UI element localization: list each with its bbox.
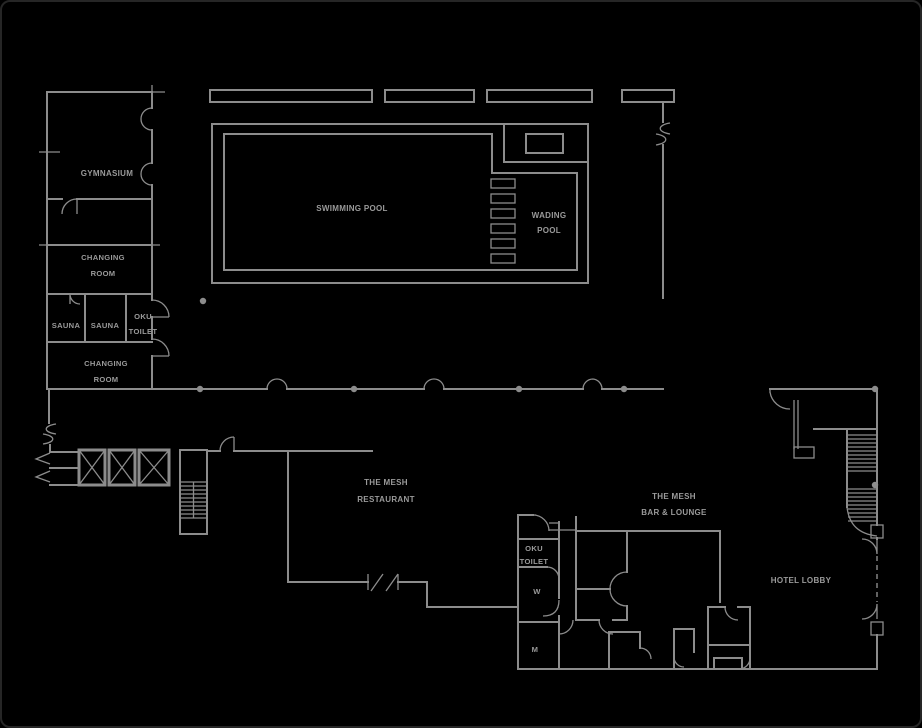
store-room bbox=[608, 631, 641, 670]
sauna-right-label: SAUNA bbox=[91, 321, 120, 330]
door-jamb bbox=[870, 524, 884, 539]
restaurant-label-line1: THE MESH bbox=[364, 478, 408, 487]
gym-block-walls bbox=[39, 85, 170, 390]
elevator-block bbox=[34, 388, 208, 535]
door-swing-icon bbox=[61, 198, 78, 215]
door-swing-icon bbox=[673, 656, 685, 668]
lobby-walls bbox=[517, 385, 884, 670]
womens-toilet-label: W bbox=[533, 587, 541, 596]
elevator-shafts bbox=[77, 448, 171, 487]
entry-door-leaf-icon bbox=[34, 452, 51, 483]
gymnasium-label: GYMNASIUM bbox=[81, 169, 134, 178]
sauna-left-label: SAUNA bbox=[52, 321, 81, 330]
window-strip bbox=[621, 89, 675, 103]
door-swing-icon bbox=[69, 293, 81, 305]
bar-lounge-label-line2: BAR & LOUNGE bbox=[641, 508, 707, 517]
bar-lounge-walls bbox=[575, 516, 721, 635]
double-door-icon bbox=[140, 107, 153, 131]
mens-toilet-label: M bbox=[532, 645, 539, 654]
back-rooms-walls bbox=[608, 606, 751, 670]
lobby-staircase bbox=[846, 428, 878, 537]
changing-room-upper-label-line2: ROOM bbox=[91, 269, 116, 278]
door-swing-icon bbox=[542, 599, 560, 617]
spa-enclosure bbox=[503, 123, 589, 163]
door-swing-icon bbox=[639, 647, 652, 660]
window-strip bbox=[384, 89, 475, 103]
door-jamb bbox=[870, 621, 884, 636]
door-swing-icon bbox=[558, 619, 574, 635]
pool-steps bbox=[490, 178, 516, 264]
door-swing-icon bbox=[151, 299, 170, 318]
window-strip bbox=[209, 89, 373, 103]
door-swing-icon bbox=[861, 603, 878, 620]
oku-toilet-lobby-label-line1: OKU bbox=[525, 544, 543, 553]
window-strip bbox=[486, 89, 593, 103]
bar-lounge-label-line1: THE MESH bbox=[652, 492, 696, 501]
sauna-divider-wall bbox=[84, 293, 127, 343]
door-swing-icon bbox=[532, 514, 550, 532]
column-dot bbox=[871, 481, 879, 489]
elevator-lobby-walls bbox=[49, 451, 80, 486]
double-door-icon bbox=[266, 378, 288, 390]
reception-wall bbox=[793, 400, 799, 449]
changing-room-lower-label-line2: ROOM bbox=[94, 375, 119, 384]
double-door-icon bbox=[140, 162, 153, 186]
restaurant-bottom-wall bbox=[287, 581, 519, 608]
double-door-icon bbox=[423, 378, 445, 390]
door-swing-icon bbox=[219, 436, 235, 452]
column-dot bbox=[199, 297, 207, 305]
changing-room-lower-label-line1: CHANGING bbox=[84, 359, 128, 368]
service-staircase bbox=[179, 449, 208, 535]
column-dot bbox=[620, 385, 628, 393]
wading-pool-label-line1: WADING bbox=[532, 211, 567, 220]
wall-break-icon bbox=[655, 122, 671, 146]
door-swing-icon bbox=[738, 657, 751, 670]
column-dot bbox=[196, 385, 204, 393]
changing-room-upper-label-line1: CHANGING bbox=[81, 253, 125, 262]
wading-pool-label-line2: POOL bbox=[537, 226, 561, 235]
folding-door-icon bbox=[367, 573, 399, 592]
double-door-icon bbox=[582, 378, 603, 390]
pool-deck bbox=[211, 123, 589, 284]
spa-basin bbox=[525, 133, 564, 154]
restaurant-label-line2: RESTAURANT bbox=[357, 495, 415, 504]
corridor-wall bbox=[48, 378, 664, 393]
door-swing-icon bbox=[151, 338, 170, 357]
elevator-x-marks bbox=[78, 449, 170, 486]
door-swing-icon bbox=[861, 538, 878, 555]
door-swing-icon bbox=[769, 389, 791, 410]
pool-basin bbox=[223, 133, 578, 271]
swimming-pool-label: SWIMMING POOL bbox=[316, 204, 387, 213]
restaurant-walls bbox=[206, 436, 519, 608]
door-swing-icon bbox=[724, 606, 739, 621]
wall-tick bbox=[146, 85, 165, 99]
column-dot bbox=[515, 385, 523, 393]
oku-toilet-pool-label-line1: OKU bbox=[134, 312, 152, 321]
wall-break-icon bbox=[42, 423, 57, 445]
column-dot bbox=[871, 385, 879, 393]
office-room bbox=[707, 606, 751, 670]
reception-desk bbox=[793, 446, 815, 459]
store-room bbox=[673, 628, 695, 668]
double-door-icon bbox=[609, 571, 628, 607]
door-swing-icon bbox=[598, 619, 614, 635]
hotel-lobby-label: HOTEL LOBBY bbox=[771, 576, 832, 585]
closet bbox=[713, 657, 743, 670]
toilet-block-walls bbox=[517, 514, 576, 670]
oku-toilet-lobby-label-line2: TOILET bbox=[520, 557, 549, 566]
column-dot bbox=[350, 385, 358, 393]
door-swing-icon bbox=[546, 566, 560, 580]
oku-toilet-pool-label-line2: TOILET bbox=[129, 327, 158, 336]
pool-area-walls bbox=[199, 89, 675, 305]
room-labels: GYMNASIUM CHANGING ROOM SAUNA SAUNA OKU … bbox=[52, 169, 832, 654]
wall-tick bbox=[549, 522, 576, 531]
